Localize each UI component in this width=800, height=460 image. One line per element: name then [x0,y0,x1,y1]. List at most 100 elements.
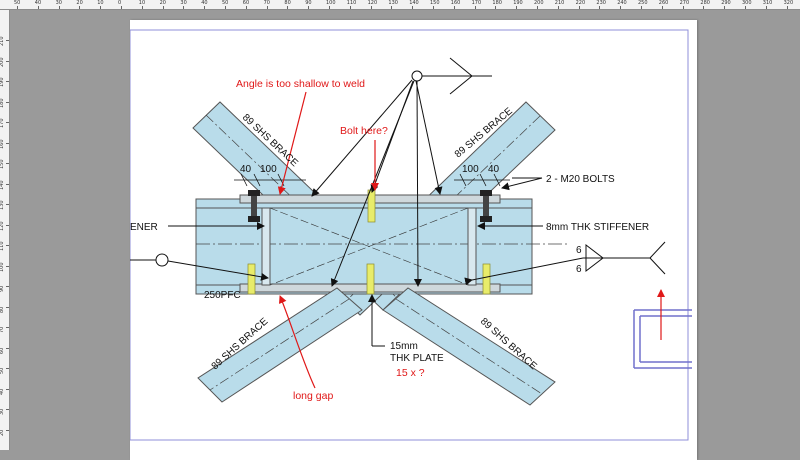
ruler-tick [6,245,9,246]
ruler-tick [620,6,621,9]
weld-size-bottom: 6 [576,264,582,275]
ruler-tick [683,6,684,9]
ruler-label: 20 [160,1,166,6]
ruler-label: 160 [451,1,461,6]
markup-angle-comment[interactable]: Angle is too shallow to weld [236,78,365,90]
ruler-tick [100,6,101,9]
ruler-tick [6,430,9,431]
ruler-tick [495,6,496,9]
ruler-tick [6,122,9,123]
ruler-tick [454,6,455,9]
drawing-canvas[interactable]: 89 SHS BRACE 89 SHS BRACE 89 SHS BRACE 8… [10,10,800,450]
stiffener-note-left: ENER [130,222,158,233]
markup-bolt-comment[interactable]: Bolt here? [340,125,388,137]
ruler-label: 270 [680,1,690,6]
proposed-bolt-bottom-left [248,264,255,294]
dimension-100-right: 100 [462,164,479,175]
plate-note-line2: THK PLATE [390,353,444,364]
ruler-tick [391,6,392,9]
ruler-label: 100 [0,262,5,272]
ruler-label: 170 [472,1,482,6]
ruler-tick [6,61,9,62]
ruler-tick [267,6,268,9]
ruler-tick [308,6,309,9]
ruler-label: 40 [35,1,41,6]
drawing-page: 89 SHS BRACE 89 SHS BRACE 89 SHS BRACE 8… [130,20,697,460]
ruler-label: 190 [513,1,523,6]
adjacent-detail [634,310,692,368]
ruler-tick [6,40,9,41]
stiffener-note-right: 8mm THK STIFFENER [546,222,649,233]
ruler-label: 30 [180,1,186,6]
ruler-label: 40 [201,1,207,6]
ruler-tick [6,409,9,410]
ruler-tick [6,143,9,144]
ruler-tick [142,6,143,9]
ruler-tick [787,6,788,9]
ruler-tick [6,102,9,103]
ruler-label: 260 [659,1,669,6]
ruler-tick [537,6,538,9]
ruler-tick [6,368,9,369]
ruler-label: 180 [0,98,5,108]
bolts-note: 2 - M20 BOLTS [546,174,615,185]
ruler-label: 220 [576,1,586,6]
ruler-tick [6,286,9,287]
dimension-40-right: 40 [488,164,500,175]
ruler-tick [329,6,330,9]
ruler-tick [703,6,704,9]
ruler-label: 210 [0,36,5,46]
ruler-label: 80 [0,306,5,312]
ruler-label: 30 [0,409,5,415]
ruler-tick [17,6,18,9]
markup-plate-size-comment[interactable]: 15 x ? [396,367,425,379]
ruler-label: 140 [409,1,419,6]
connection-detail-drawing: 89 SHS BRACE 89 SHS BRACE 89 SHS BRACE 8… [130,20,697,460]
ruler-tick [6,184,9,185]
ruler-label: 90 [0,286,5,292]
ruler-tick [6,307,9,308]
ruler-label: 200 [0,57,5,67]
ruler-tick [204,6,205,9]
pfc-label: 250PFC [204,290,241,301]
ruler-label: 110 [347,1,357,6]
ruler-tick [121,6,122,9]
ruler-tick [662,6,663,9]
dimension-40-left: 40 [240,164,252,175]
ruler-label: 110 [0,241,5,251]
ruler-tick [287,6,288,9]
ruler-label: 280 [700,1,710,6]
ruler-tick [6,266,9,267]
ruler-tick [6,327,9,328]
ruler-label: 60 [0,347,5,353]
ruler-label: 50 [222,1,228,6]
ruler-label: 50 [14,1,20,6]
ruler-tick [579,6,580,9]
proposed-bolt-top-center [368,190,375,222]
ruler-label: 0 [118,1,121,6]
ruler-label: 90 [305,1,311,6]
ruler-label: 240 [617,1,627,6]
ruler-label: 160 [0,139,5,149]
ruler-tick [38,6,39,9]
brace-bottom-left [198,288,362,402]
ruler-label: 170 [0,118,5,128]
plate-note-line1: 15mm [390,341,418,352]
ruler-tick [641,6,642,9]
ruler-label: 150 [0,159,5,169]
ruler-label: 200 [534,1,544,6]
ruler-label: 80 [284,1,290,6]
markup-gap-comment[interactable]: long gap [293,390,333,402]
ruler-tick [433,6,434,9]
ruler-label: 40 [0,388,5,394]
ruler-label: 130 [388,1,398,6]
ruler-label: 210 [555,1,565,6]
ruler-tick [59,6,60,9]
ruler-label: 290 [721,1,731,6]
ruler-label: 250 [638,1,648,6]
ruler-label: 230 [596,1,606,6]
ruler-label: 10 [139,1,145,6]
ruler-label: 150 [430,1,440,6]
